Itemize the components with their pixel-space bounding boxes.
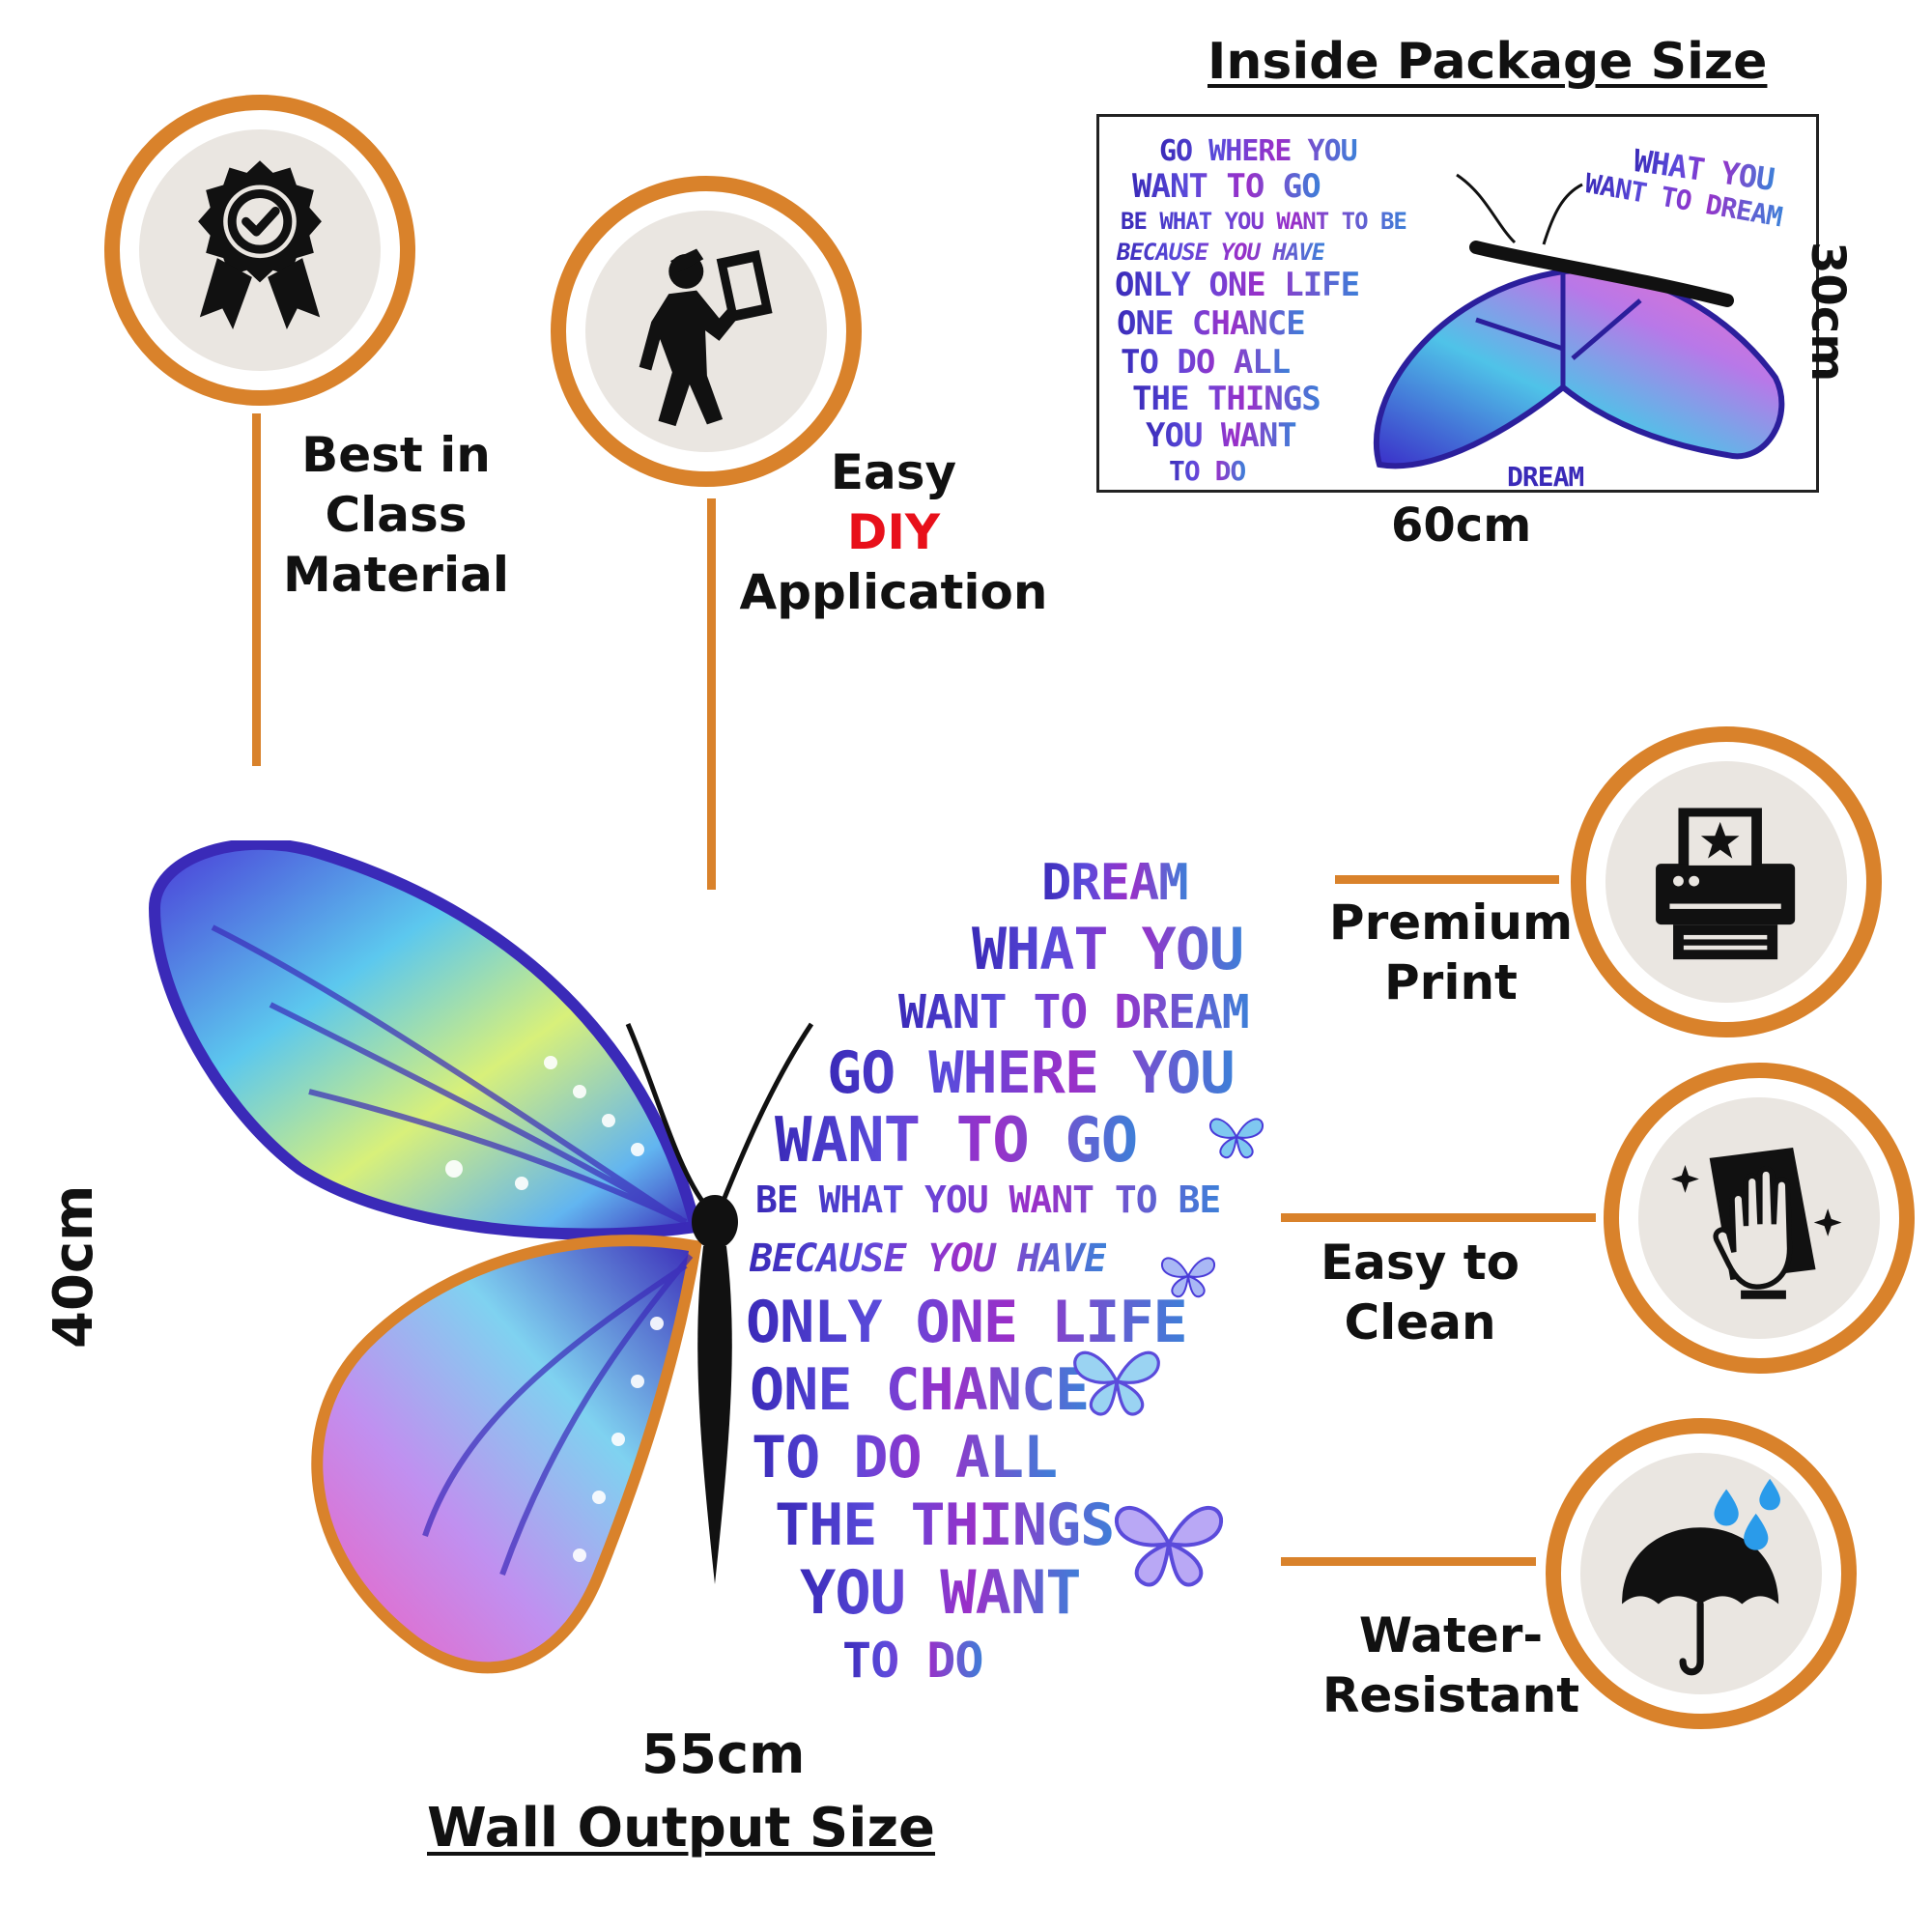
wall-quote-line-9: ONE CHANCE	[750, 1356, 1090, 1424]
wall-width-label: 55cm	[641, 1723, 806, 1786]
easy-clean-circle	[1604, 1063, 1915, 1374]
package-title: Inside Package Size	[1208, 33, 1768, 91]
premium-print-line2: Print	[1384, 954, 1518, 1010]
best-material-connector	[252, 413, 261, 766]
water-resistant-connector	[1281, 1557, 1536, 1566]
award-badge-icon	[198, 160, 322, 329]
best-material-line1: Best in	[301, 427, 491, 483]
package-quote-line-9: YOU WANT	[1146, 416, 1297, 455]
premium-print-label: Premium Print	[1316, 893, 1586, 1012]
wall-butterfly-illustration	[148, 840, 814, 1674]
premium-print-circle	[1571, 726, 1882, 1037]
package-quote-line-6: ONE CHANCE	[1117, 304, 1306, 343]
package-width-label: 60cm	[1391, 498, 1532, 553]
small-butterfly-icon	[1073, 1350, 1160, 1416]
wall-quote-line-4: GO WHERE YOU	[827, 1039, 1235, 1107]
wall-quote-line-8: ONLY ONE LIFE	[746, 1289, 1188, 1356]
best-material-label: Best in Class Material	[261, 425, 531, 605]
water-resistant-circle	[1546, 1418, 1857, 1729]
package-quote-line-5: ONLY ONE LIFE	[1115, 266, 1360, 304]
wall-quote-line-13: TO DO	[842, 1633, 984, 1689]
water-resistant-line1: Water-	[1358, 1607, 1544, 1663]
package-quote-line-10: TO DO	[1169, 455, 1246, 487]
easy-clean-connector	[1281, 1213, 1596, 1222]
easy-clean-line2: Clean	[1344, 1294, 1496, 1350]
easy-diy-label: Easy DIY Application	[734, 442, 1053, 622]
water-resistant-line2: Resistant	[1321, 1667, 1580, 1723]
small-butterfly-icon	[1160, 1257, 1216, 1298]
package-dream-word: DREAM	[1507, 461, 1584, 493]
package-height-label: 30cm	[1801, 242, 1855, 383]
small-butterfly-icon	[1114, 1505, 1224, 1587]
easy-diy-line3: Application	[739, 564, 1048, 620]
wall-quote-line-3: WANT TO DREAM	[898, 985, 1250, 1039]
easy-clean-label: Easy to Clean	[1285, 1233, 1555, 1352]
best-material-line3: Material	[283, 547, 509, 603]
best-material-line2: Class	[325, 487, 468, 543]
wall-height-label: 40cm	[43, 1184, 105, 1349]
umbrella-rain-icon	[1622, 1478, 1780, 1676]
wall-output-title: Wall Output Size	[427, 1797, 936, 1860]
printer-star-icon	[1656, 808, 1796, 960]
small-butterfly-icon	[1208, 1118, 1264, 1159]
package-preview: GO WHERE YOU WANT TO GO BE WHAT YOU WANT…	[1096, 114, 1819, 493]
wall-quote-line-5: WANT TO GO	[775, 1105, 1138, 1177]
hand-wipe-icon	[1671, 1148, 1842, 1299]
package-quote-line-7: TO DO ALL	[1121, 343, 1291, 382]
easy-diy-line2: DIY	[846, 504, 941, 560]
water-resistant-label: Water- Resistant	[1306, 1605, 1596, 1725]
package-quote-line-4: BECAUSE YOU HAVE	[1117, 239, 1325, 266]
package-quote-line-8: THE THINGS	[1132, 380, 1321, 418]
easy-diy-connector	[707, 498, 716, 890]
premium-print-line1: Premium	[1328, 895, 1574, 951]
package-quote-line-2: WANT TO GO	[1132, 167, 1321, 206]
wall-quote-line-2: WHAT YOU	[972, 916, 1244, 983]
easy-clean-line1: Easy to	[1321, 1235, 1520, 1291]
wall-quote-line-11: THE THINGS	[775, 1492, 1115, 1559]
wall-quote-line-12: YOU WANT	[800, 1557, 1082, 1628]
package-butterfly-illustration	[1373, 173, 1785, 469]
easy-diy-circle	[551, 176, 862, 487]
best-material-circle	[104, 95, 415, 406]
wall-quote-line-6: BE WHAT YOU WANT TO BE	[755, 1179, 1221, 1221]
wall-quote-line-1: DREAM	[1041, 854, 1189, 912]
premium-print-connector	[1335, 875, 1559, 884]
wall-quote-line-10: TO DO ALL	[752, 1424, 1058, 1492]
wall-quote-line-7: BECAUSE YOU HAVE	[750, 1236, 1107, 1281]
easy-diy-line1: Easy	[830, 444, 957, 500]
package-quote-line-1: GO WHERE YOU	[1159, 134, 1358, 168]
package-quote-line-3: BE WHAT YOU WANT TO BE	[1121, 208, 1407, 235]
person-carrying-panel-icon	[639, 248, 773, 427]
